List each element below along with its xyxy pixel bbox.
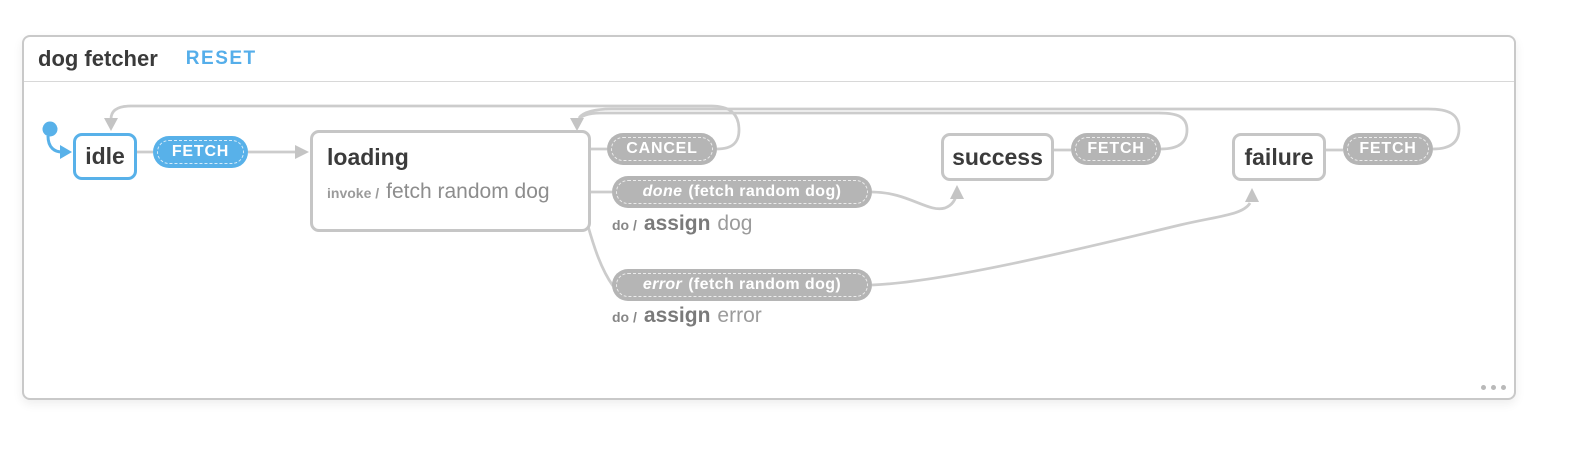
event-done[interactable]: done (fetch random dog) xyxy=(612,176,872,208)
event-fetch-from-success-label: FETCH xyxy=(1087,140,1145,157)
state-idle-label: idle xyxy=(85,143,125,169)
state-success: success xyxy=(941,133,1054,181)
event-done-name: done xyxy=(642,183,683,200)
invoke-service-label: fetch random dog xyxy=(386,180,550,203)
event-fetch-from-idle-label: FETCH xyxy=(171,143,230,160)
action-assign-error-target: error xyxy=(717,304,762,327)
machine-title: dog fetcher xyxy=(38,46,158,71)
invoke-prefix-label: invoke / xyxy=(327,185,380,201)
overflow-menu-ellipsis-icon[interactable] xyxy=(1477,381,1510,394)
reset-button[interactable]: RESET xyxy=(185,48,257,69)
state-loading: loading invoke / fetch random dog xyxy=(310,130,591,232)
event-fetch-from-failure[interactable]: FETCH xyxy=(1343,133,1433,165)
action-assign-dog-prefix: do / xyxy=(612,217,637,233)
action-assign-error-verb: assign xyxy=(643,304,711,327)
event-error-name: error xyxy=(642,276,683,293)
event-cancel-label: CANCEL xyxy=(626,140,698,157)
action-assign-error-prefix: do / xyxy=(612,309,637,325)
event-done-source: (fetch random dog) xyxy=(688,183,842,200)
state-loading-label: loading xyxy=(327,144,409,170)
state-failure: failure xyxy=(1232,133,1326,181)
state-machine-card: dog fetcher RESET xyxy=(22,35,1516,400)
action-assign-dog: do / assign dog xyxy=(612,212,752,236)
machine-header: dog fetcher RESET xyxy=(24,37,1514,82)
state-failure-label: failure xyxy=(1244,143,1314,170)
state-success-label: success xyxy=(952,143,1043,170)
state-idle: idle xyxy=(73,133,137,180)
event-error[interactable]: error (fetch random dog) xyxy=(612,269,872,301)
event-cancel[interactable]: CANCEL xyxy=(607,133,717,165)
action-assign-dog-verb: assign xyxy=(643,212,711,235)
event-fetch-from-success[interactable]: FETCH xyxy=(1071,133,1161,165)
action-assign-error: do / assign error xyxy=(612,304,762,328)
action-assign-dog-target: dog xyxy=(717,212,753,235)
event-fetch-from-idle[interactable]: FETCH xyxy=(153,136,248,168)
event-error-source: (fetch random dog) xyxy=(688,276,842,293)
state-loading-invoke-row: invoke / fetch random dog xyxy=(327,180,550,204)
event-fetch-from-failure-label: FETCH xyxy=(1359,140,1417,157)
